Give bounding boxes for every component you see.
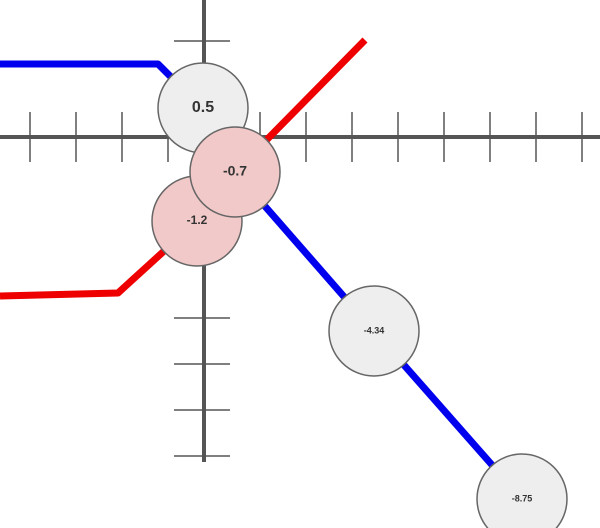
axes bbox=[0, 0, 600, 462]
y-axis-ticks bbox=[174, 40, 230, 457]
node-label: 0.5 bbox=[192, 99, 214, 116]
node-minus-4.34[interactable]: -4.34 bbox=[328, 285, 420, 377]
node-label: -8.75 bbox=[512, 493, 533, 503]
node-minus-0.7[interactable]: -0.7 bbox=[189, 126, 281, 218]
node-label: -1.2 bbox=[187, 213, 208, 227]
node-label: -0.7 bbox=[223, 163, 247, 179]
node-label: -4.34 bbox=[364, 325, 385, 335]
node-minus-8.75[interactable]: -8.75 bbox=[476, 453, 568, 528]
